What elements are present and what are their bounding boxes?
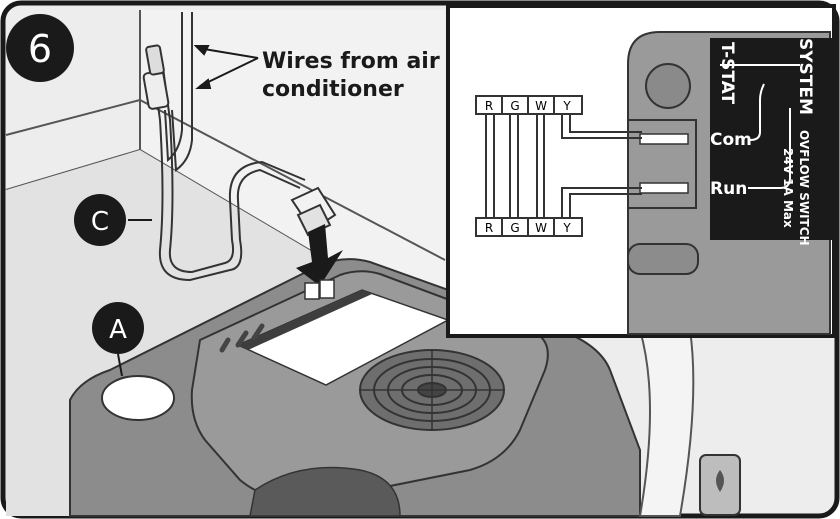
panel-system-label: SYSTEM [795, 38, 815, 115]
terminal-top-w: W [535, 99, 547, 113]
terminal-bottom-w: W [535, 221, 547, 235]
drain-tube [638, 329, 695, 517]
wire-connector-plug [290, 186, 337, 237]
fan-grille [359, 349, 505, 431]
step-number-badge [6, 14, 74, 82]
marker-a-leader [117, 353, 123, 377]
panel-rating-label: 24V 1A Max [781, 148, 795, 228]
panel-com-label: Com [710, 130, 752, 150]
marker-a-badge [92, 302, 144, 354]
wires-label-line1: Wires from air [262, 49, 440, 74]
marker-c-badge [74, 194, 126, 246]
terminal-strip-top: R G W Y [475, 95, 583, 115]
pump-inlet-hole [101, 375, 175, 421]
panel-terminal-com [639, 133, 689, 145]
wires-label-line2: conditioner [262, 77, 404, 102]
step-number: 6 [28, 27, 52, 71]
panel-run-label: Run [710, 179, 747, 199]
marker-c: C [91, 207, 109, 237]
wiring-detail-inset [446, 4, 836, 338]
terminal-top-r: R [485, 99, 493, 113]
terminal-top-g: G [510, 99, 519, 113]
terminal-bottom-y: Y [562, 221, 571, 235]
ac-wires [142, 12, 306, 282]
terminal-bottom-r: R [485, 221, 493, 235]
terminal-top-y: Y [562, 99, 571, 113]
panel-terminal-run [639, 182, 689, 194]
panel-overflow-label: OVFLOW SWITCH [797, 130, 811, 246]
marker-a: A [109, 315, 127, 345]
wires-label-leader [193, 45, 259, 89]
thermostat-wires [485, 114, 642, 218]
panel-knob [645, 63, 691, 109]
condensate-pump [69, 258, 741, 517]
insert-arrow [296, 224, 343, 286]
pump-terminal-tab [304, 279, 335, 300]
terminal-strip-bottom: R G W Y [475, 217, 583, 237]
panel-tstat-label: T-STAT [717, 42, 737, 105]
terminal-bottom-g: G [510, 221, 519, 235]
switch-label-panel [710, 38, 832, 240]
pump-vent-slots [219, 323, 265, 353]
